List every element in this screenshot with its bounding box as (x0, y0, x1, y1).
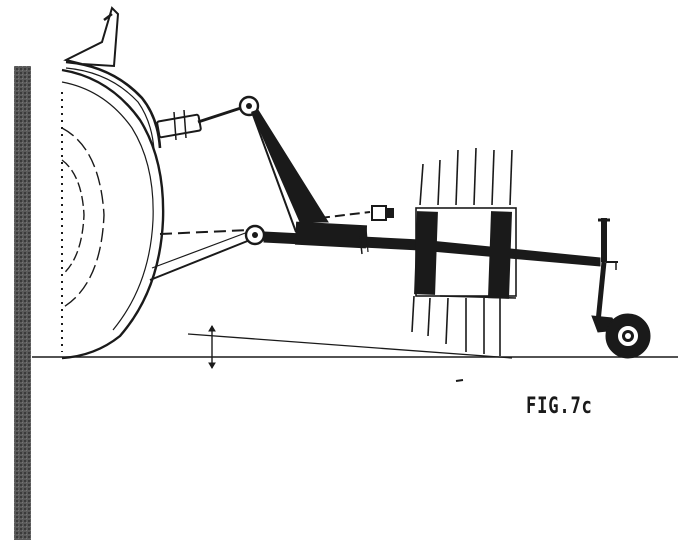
depth-wheel-assembly (591, 218, 651, 359)
frame-clamp-2 (386, 208, 394, 218)
harrow-tines-lower (411, 295, 517, 356)
figure-label: FIG.7c (526, 394, 593, 419)
lower-link-pivot (244, 224, 266, 246)
top-link-pivot (238, 95, 260, 117)
frame-clamp (371, 205, 387, 221)
lifted-frame-dashed (319, 211, 371, 219)
angle-reference (187, 325, 513, 369)
tractor-fender (63, 6, 162, 151)
harrow-tines-upper (419, 147, 513, 206)
harrow-frame (414, 207, 517, 299)
scan-border-bar (14, 66, 31, 540)
ground-speck (455, 379, 464, 382)
a-frame-link (251, 109, 329, 233)
lower-link (149, 229, 251, 281)
tractor-wheel (61, 68, 165, 360)
hydraulic-cylinder (156, 104, 248, 141)
